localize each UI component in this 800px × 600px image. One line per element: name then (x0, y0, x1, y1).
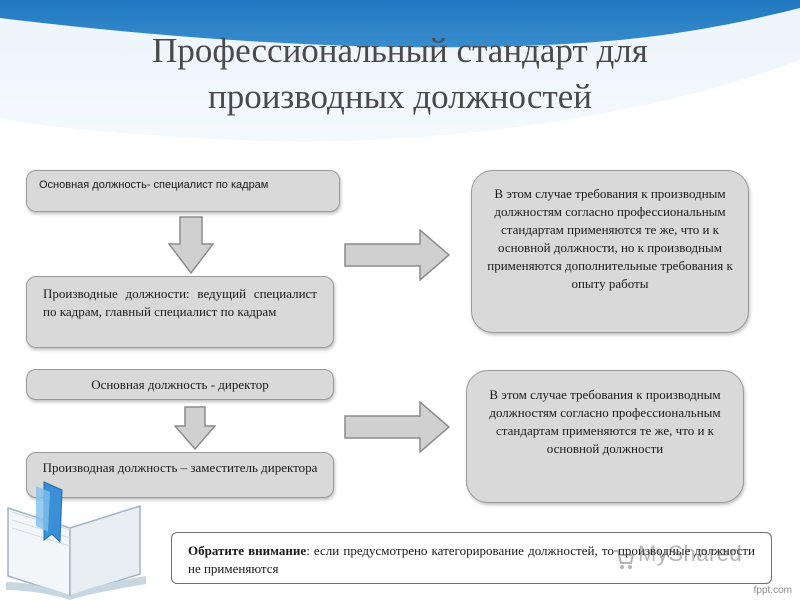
requirements-box-2: В этом случае требования к производным д… (466, 370, 744, 503)
slide-title-line-2: производных должностей (207, 77, 593, 116)
cart-watermark-icon (614, 550, 635, 569)
header-wave-background (0, 0, 800, 160)
watermark-text: MyShared (638, 541, 743, 566)
down-arrow-icon (168, 216, 214, 274)
attention-note-text: : если предусмотрено категорирование дол… (188, 543, 755, 576)
base-position-box-2: Основная должность - директор (26, 369, 334, 400)
slide-title: Профессиональный стандарт для производны… (0, 28, 800, 120)
requirements-box-1: В этом случае требования к производным д… (471, 170, 749, 333)
open-book-icon (6, 481, 146, 600)
attention-note: Обратите внимание: если предусмотрено ка… (171, 532, 772, 584)
right-arrow-icon (344, 229, 450, 281)
slide-title-line-1: Профессиональный стандарт для (152, 31, 648, 70)
attention-note-label: Обратите внимание (188, 543, 307, 558)
base-position-box-1: Основная должность- специалист по кадрам (26, 170, 340, 212)
derived-position-box-2: Производная должность – заместитель дире… (26, 452, 334, 498)
down-arrow-icon (174, 406, 216, 450)
footer-source: fppt.com (753, 585, 792, 596)
right-arrow-icon (344, 401, 450, 453)
derived-positions-box-1: Производные должности: ведущий специалис… (26, 276, 334, 348)
